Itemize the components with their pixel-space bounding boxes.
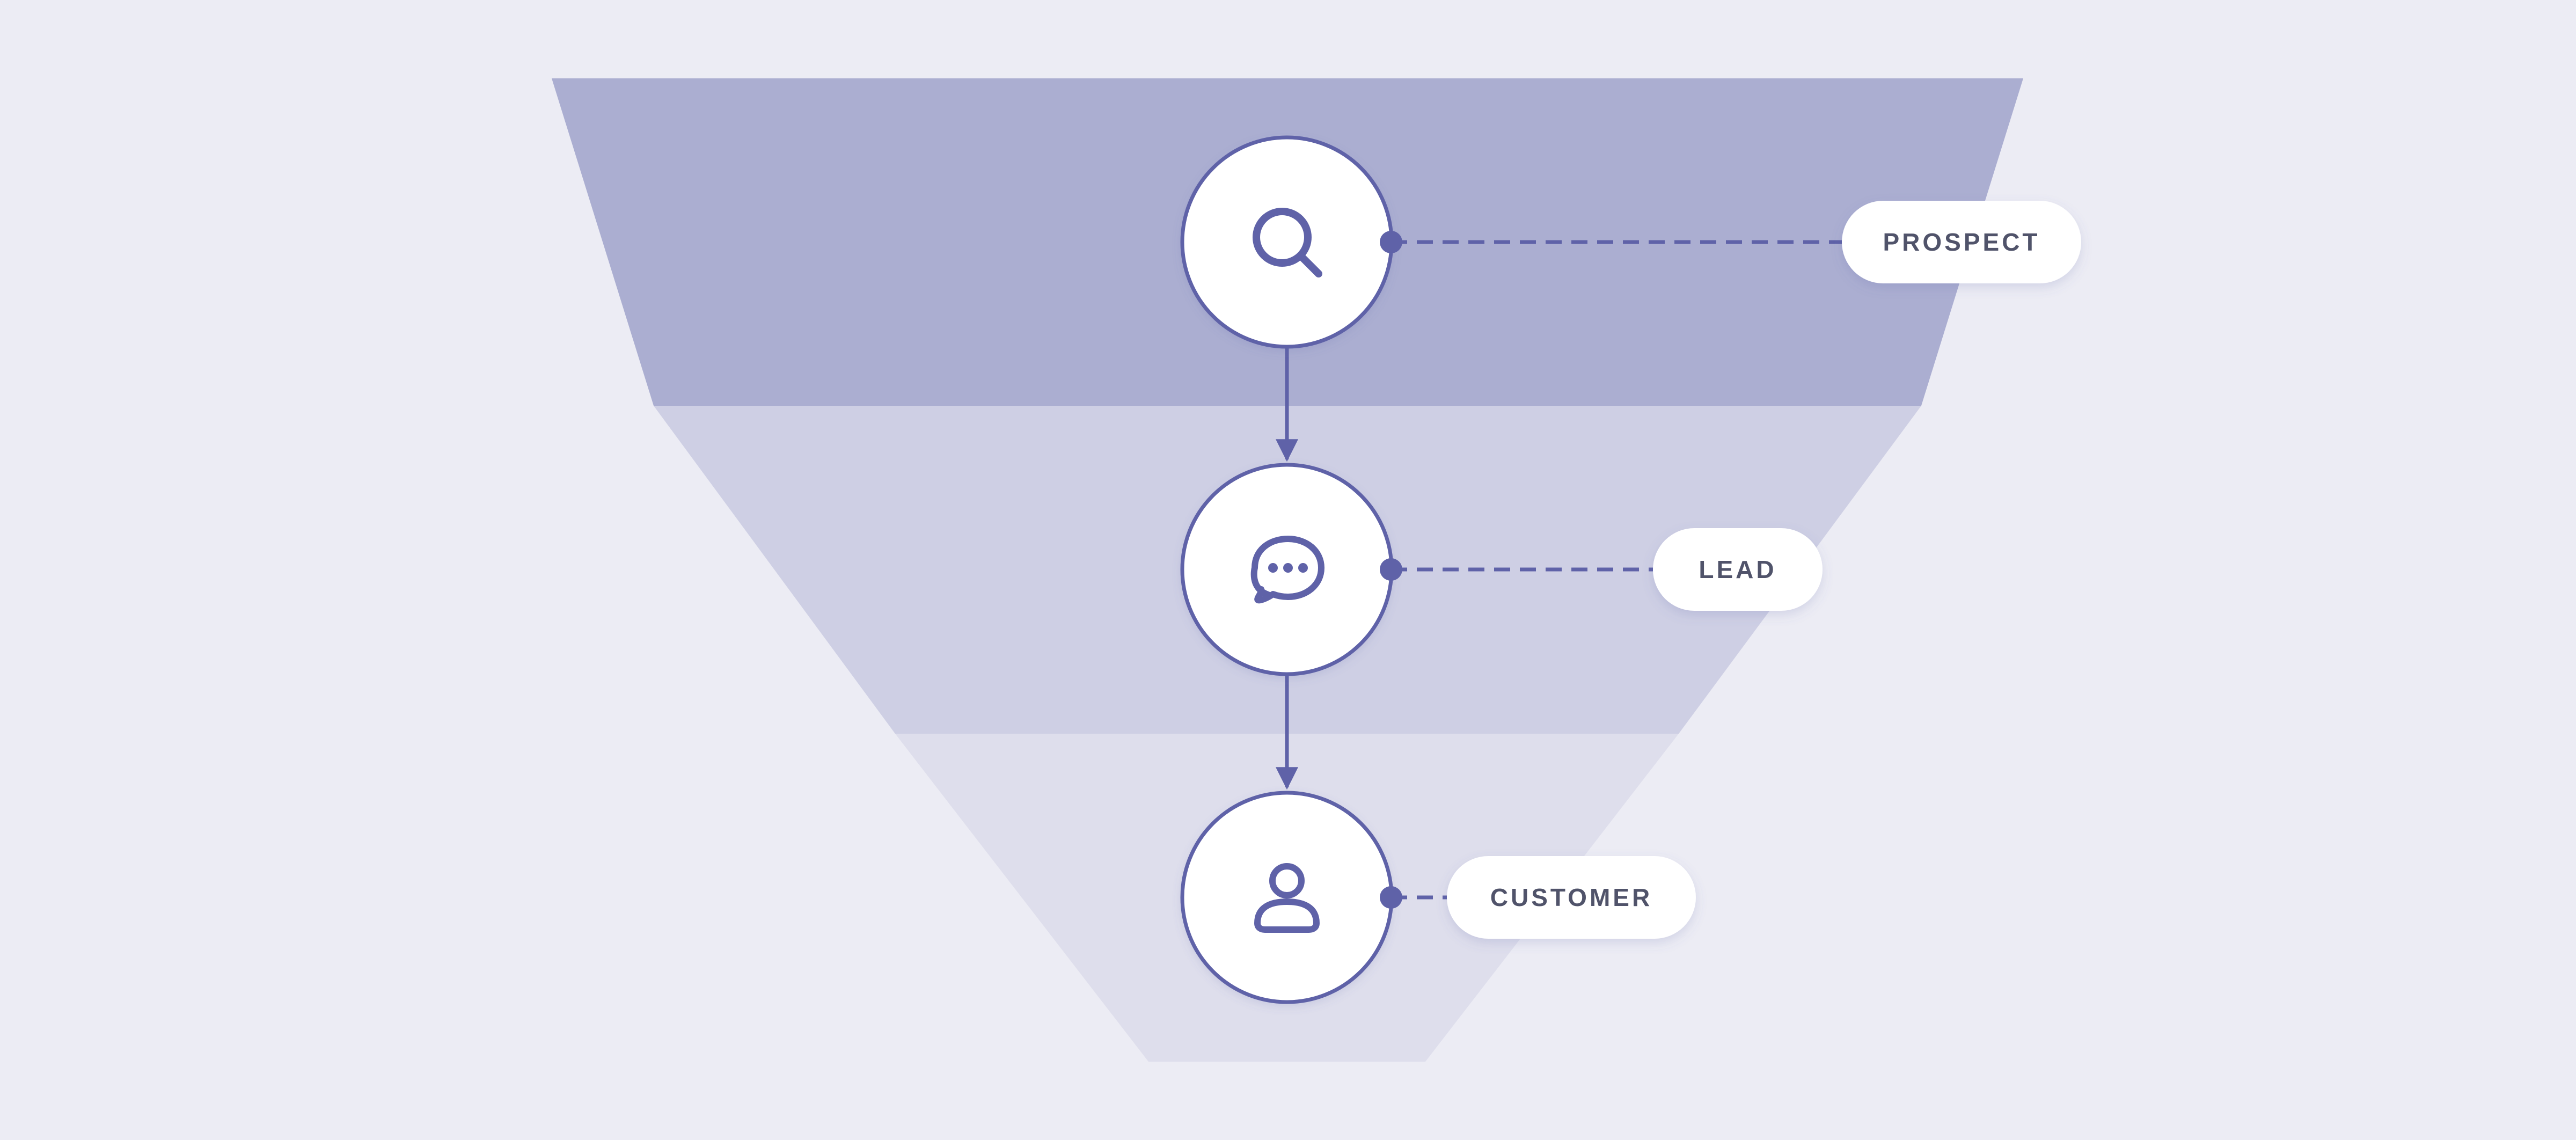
stage-label-prospect: PROSPECT bbox=[1883, 228, 2040, 256]
user-icon bbox=[1254, 863, 1320, 933]
search-icon bbox=[1253, 208, 1322, 277]
connector-dot-prospect bbox=[1380, 231, 1402, 253]
stage-lead: LEAD bbox=[1180, 463, 1823, 676]
connector-dot-lead bbox=[1380, 558, 1402, 581]
label-pill-lead bbox=[1653, 528, 1823, 611]
chat-bubble-icon bbox=[1250, 536, 1324, 604]
stage-label-customer: CUSTOMER bbox=[1490, 883, 1652, 911]
label-pill-customer bbox=[1447, 856, 1696, 939]
stage-prospect: PROSPECT bbox=[1180, 135, 2081, 349]
stage-customer: CUSTOMER bbox=[1180, 791, 1696, 1004]
connector-dot-customer bbox=[1380, 886, 1402, 909]
stage-node-prospect bbox=[1180, 135, 1394, 349]
stage-label-lead: LEAD bbox=[1699, 556, 1776, 583]
label-pill-prospect bbox=[1842, 201, 2081, 283]
